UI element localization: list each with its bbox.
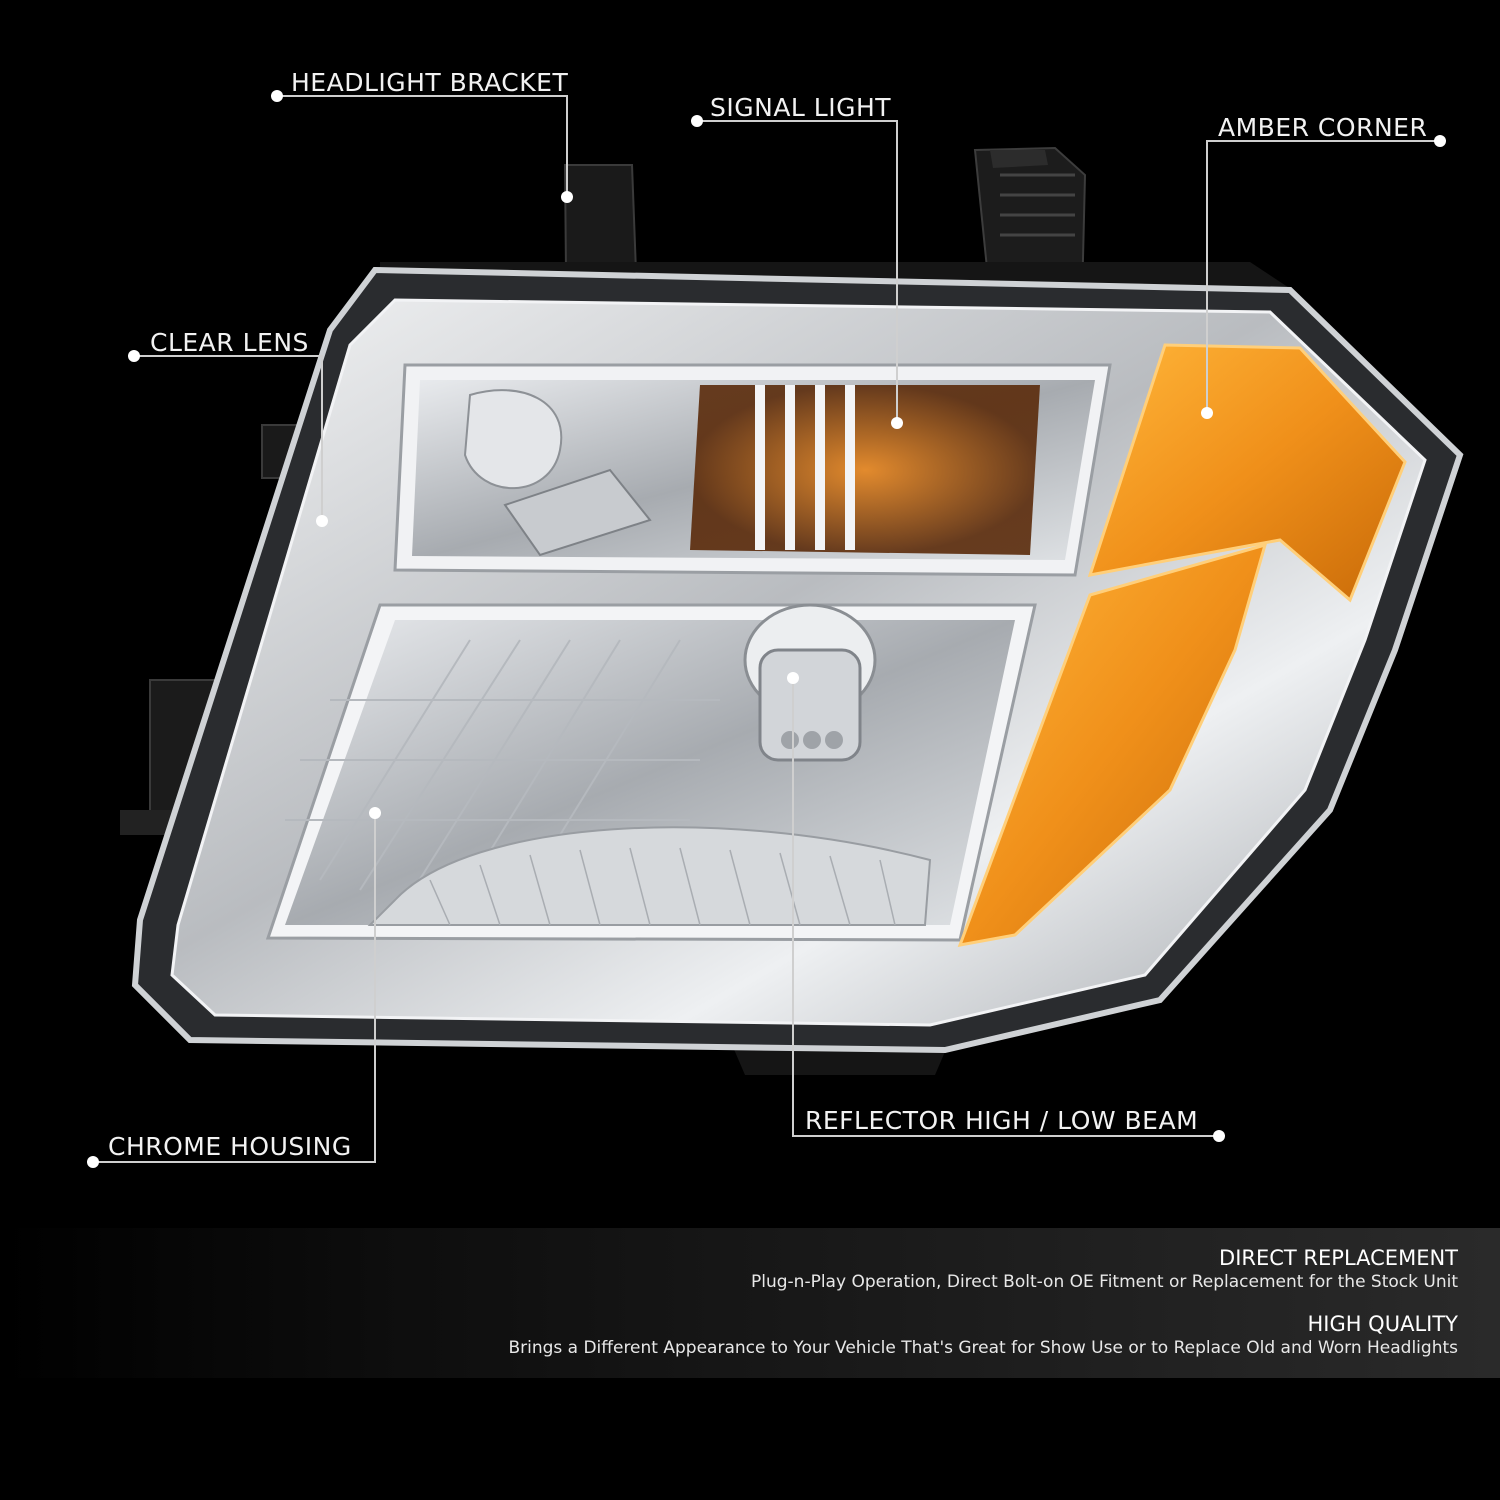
callout-line-amber-corner — [1206, 140, 1440, 413]
callout-amber-corner: AMBER CORNER — [1218, 113, 1428, 142]
callout-reflector-beam: REFLECTOR HIGH / LOW BEAM — [805, 1106, 1199, 1135]
callout-dot — [369, 807, 381, 819]
callout-dot — [1201, 407, 1213, 419]
callout-clear-lens: CLEAR LENS — [150, 328, 309, 357]
feature-text: Brings a Different Appearance to Your Ve… — [508, 1338, 1458, 1358]
callout-line-reflector-beam — [792, 678, 1219, 1137]
callout-dot — [271, 90, 283, 102]
callout-dot — [561, 191, 573, 203]
feature-title: HIGH QUALITY — [1307, 1312, 1458, 1336]
callout-lines — [93, 95, 1440, 1163]
feature-banner: DIRECT REPLACEMENT Plug-n-Play Operation… — [0, 1228, 1500, 1378]
callout-headlight-bracket: HEADLIGHT BRACKET — [291, 68, 569, 97]
callout-dot — [316, 515, 328, 527]
reflector-high-low-beam — [285, 603, 932, 926]
feature-text: Plug-n-Play Operation, Direct Bolt-on OE… — [751, 1272, 1458, 1292]
callout-line-headlight-bracket — [277, 95, 568, 197]
callout-dot — [128, 350, 140, 362]
signal-light — [463, 385, 1040, 557]
amber-corner — [957, 343, 1407, 947]
callout-line-chrome-housing — [93, 813, 376, 1163]
callout-line-signal-light — [697, 120, 898, 423]
callout-dot — [891, 417, 903, 429]
callout-signal-light: SIGNAL LIGHT — [710, 93, 892, 122]
callout-dot — [87, 1156, 99, 1168]
callout-dot — [1434, 135, 1446, 147]
callout-dots — [87, 90, 1446, 1168]
callout-line-clear-lens — [134, 355, 323, 521]
feature-title: DIRECT REPLACEMENT — [1219, 1246, 1458, 1270]
callout-chrome-housing: CHROME HOUSING — [108, 1132, 352, 1161]
callout-dot — [691, 115, 703, 127]
callout-dot — [1213, 1130, 1225, 1142]
callout-dot — [787, 672, 799, 684]
